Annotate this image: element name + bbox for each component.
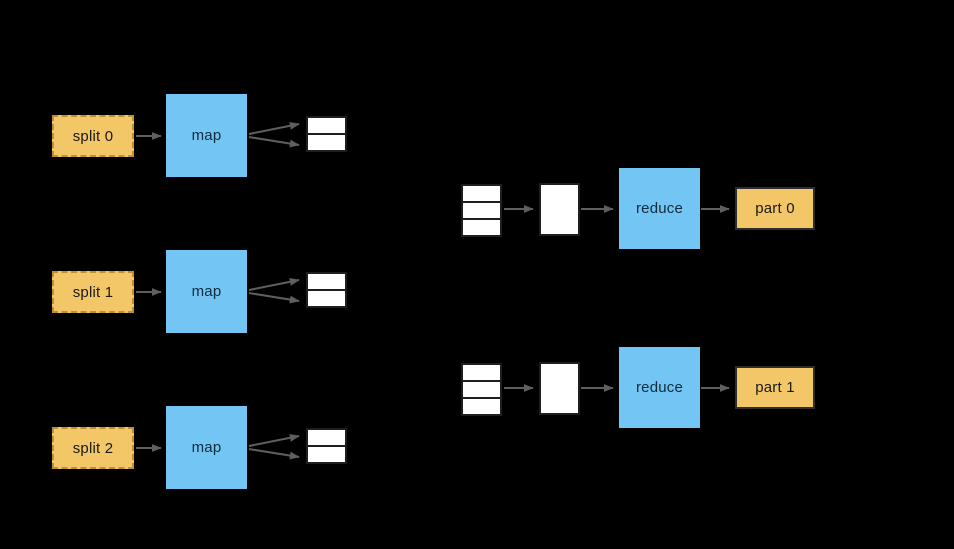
merge-buffer-1 (539, 362, 580, 415)
arrow-map0-to-output-top (248, 121, 300, 135)
split-0-node: split 0 (52, 115, 134, 157)
map-output-0 (306, 116, 347, 152)
split-1-node: split 1 (52, 271, 134, 313)
reduce-input-stack-0 (461, 184, 502, 237)
arrow-map2-to-output-top (248, 433, 300, 447)
reduce-input-1-segment-2 (461, 397, 502, 416)
map-output-2-segment-1 (306, 445, 347, 464)
map-task-0: map (166, 94, 247, 177)
arrow-map1-to-output-top (248, 277, 300, 291)
map-output-1 (306, 272, 347, 308)
reduce-task-0: reduce (619, 168, 700, 249)
merge-buffer-0 (539, 183, 580, 236)
map-output-1-segment-1 (306, 289, 347, 308)
map-output-2 (306, 428, 347, 464)
map-task-1: map (166, 250, 247, 333)
reduce-input-stack-1 (461, 363, 502, 416)
reduce-input-0-segment-2 (461, 218, 502, 237)
reduce-task-1: reduce (619, 347, 700, 428)
split-2-node: split 2 (52, 427, 134, 469)
part-1-node: part 1 (735, 366, 815, 409)
map-task-2: map (166, 406, 247, 489)
arrow-map0-to-output-bottom (248, 136, 300, 148)
map-output-0-segment-1 (306, 133, 347, 152)
part-0-node: part 0 (735, 187, 815, 230)
arrow-map1-to-output-bottom (248, 292, 300, 304)
arrow-map2-to-output-bottom (248, 448, 300, 460)
